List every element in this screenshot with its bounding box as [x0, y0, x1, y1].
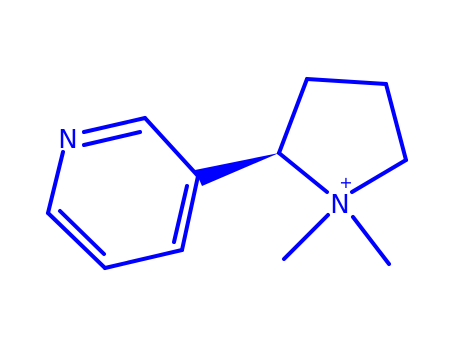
- charge-label-positive: +: [339, 173, 352, 192]
- bond-pyridine-c4-c5: [103, 248, 184, 270]
- bond-pyridine-c6-n1: [46, 150, 65, 215]
- bond-pyrrolidine-c4-c5: [384, 82, 408, 162]
- bond-pyridine-c2-c3: [143, 116, 200, 178]
- bond-n-methyl-2: [351, 215, 391, 266]
- bond-pyridine-c5-c6: [46, 211, 107, 270]
- atom-label-n-pyrrolidinium: N: [330, 190, 349, 220]
- bond-ring-link-wedge: [195, 153, 279, 186]
- bond-pyridine-c5-c6-inner: [58, 209, 106, 256]
- bond-pyridine-c3-c4-inner: [172, 184, 189, 244]
- bond-pyrrolidine-c2-c3: [277, 77, 309, 155]
- bond-pyrrolidine-c3-c4: [305, 77, 388, 86]
- bond-n-methyl-1: [282, 213, 330, 261]
- bond-pyrrolidine-c5-n1: [350, 158, 408, 194]
- bond-pyridine-n1-c2: [82, 116, 147, 134]
- bond-pyridine-c3-c4: [180, 174, 200, 252]
- bond-pyrrolidine-n1-c2: [277, 151, 329, 194]
- atom-label-n-pyridine: N: [58, 125, 77, 155]
- bond-pyridine-n1-c2-inner: [82, 130, 142, 147]
